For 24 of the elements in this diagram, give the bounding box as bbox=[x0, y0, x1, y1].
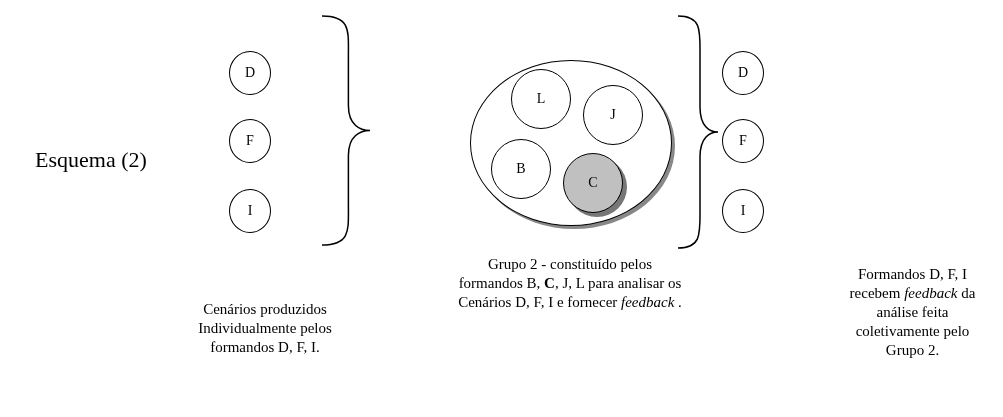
node-label: D bbox=[244, 66, 256, 80]
node-label: J bbox=[610, 108, 616, 122]
caption-text: Cenários produzidos Individualmente pelos formandos D, F, I. bbox=[197, 300, 333, 357]
circle-node bbox=[511, 69, 571, 129]
circle-node bbox=[491, 139, 551, 199]
caption-text: Grupo 2 - constituído pelos formandos B, C, J, L para analisar os Cenários D, F, I e fornecer feedback . bbox=[457, 255, 683, 312]
node-label: L bbox=[536, 92, 546, 106]
node-label: I bbox=[247, 204, 253, 218]
circle-node bbox=[229, 51, 271, 95]
caption-text: Formandos D, F, I recebem feedback da análise feita coletivamente pelo Grupo 2. bbox=[848, 265, 977, 360]
circle-node bbox=[229, 189, 271, 233]
circle-node bbox=[722, 119, 764, 163]
circle-node bbox=[583, 85, 643, 145]
node-label: C bbox=[588, 176, 598, 190]
diagram-title: Esquema (2) bbox=[35, 147, 147, 173]
circle-node bbox=[722, 189, 764, 233]
node-label: F bbox=[246, 134, 254, 148]
circle-node bbox=[229, 119, 271, 163]
circle-node bbox=[722, 51, 764, 95]
node-label: D bbox=[737, 66, 749, 80]
node-label: F bbox=[739, 134, 747, 148]
node-label: B bbox=[516, 162, 526, 176]
node-label: I bbox=[740, 204, 746, 218]
circle-node bbox=[563, 153, 623, 213]
